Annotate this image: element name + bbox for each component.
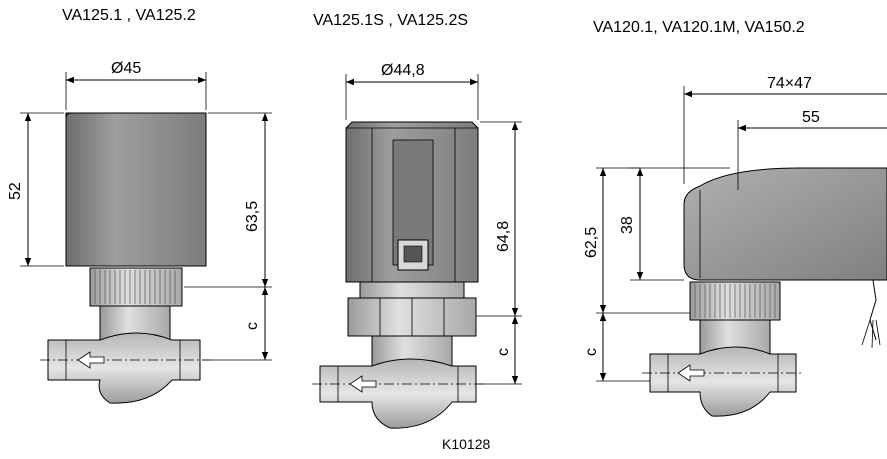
dim-left-52: 52 bbox=[7, 182, 24, 200]
valve-right: 74×47 55 38 62,5 c bbox=[583, 75, 887, 417]
flow-arrow-left bbox=[77, 351, 105, 369]
actuator-cap-left bbox=[65, 112, 207, 267]
dim-right-38: 38 bbox=[619, 216, 636, 234]
drawing-code: K10128 bbox=[442, 436, 490, 452]
knurled-nut-left bbox=[89, 267, 183, 307]
dim-left-diameter: Ø45 bbox=[111, 60, 141, 77]
dim-left-c: c bbox=[244, 322, 261, 330]
dim-right-55: 55 bbox=[802, 109, 820, 126]
dim-left-63-5: 63,5 bbox=[244, 201, 261, 232]
title-middle: VA125.1S , VA125.2S bbox=[313, 12, 468, 29]
valve-middle: Ø44,8 64,8 c K10128 bbox=[312, 62, 522, 452]
dim-right-c: c bbox=[583, 348, 600, 356]
valve-left: Ø45 52 63,5 c bbox=[7, 60, 272, 404]
valve-body-middle bbox=[319, 358, 477, 429]
valve-body-left bbox=[47, 332, 201, 404]
dim-right-74x47: 74×47 bbox=[767, 75, 812, 92]
actuator-housing-right bbox=[683, 167, 887, 281]
flow-arrow-middle bbox=[349, 375, 377, 393]
valve-body-right bbox=[649, 346, 797, 417]
flow-arrow-right bbox=[677, 364, 705, 382]
title-left: VA125.1 , VA125.2 bbox=[62, 7, 196, 24]
dim-mid-c: c bbox=[495, 348, 512, 356]
title-right: VA120.1, VA120.1M, VA150.2 bbox=[593, 19, 805, 36]
dim-right-62-5: 62,5 bbox=[583, 227, 600, 258]
dim-mid-64-8: 64,8 bbox=[495, 221, 512, 252]
dim-mid-diameter: Ø44,8 bbox=[381, 62, 425, 79]
